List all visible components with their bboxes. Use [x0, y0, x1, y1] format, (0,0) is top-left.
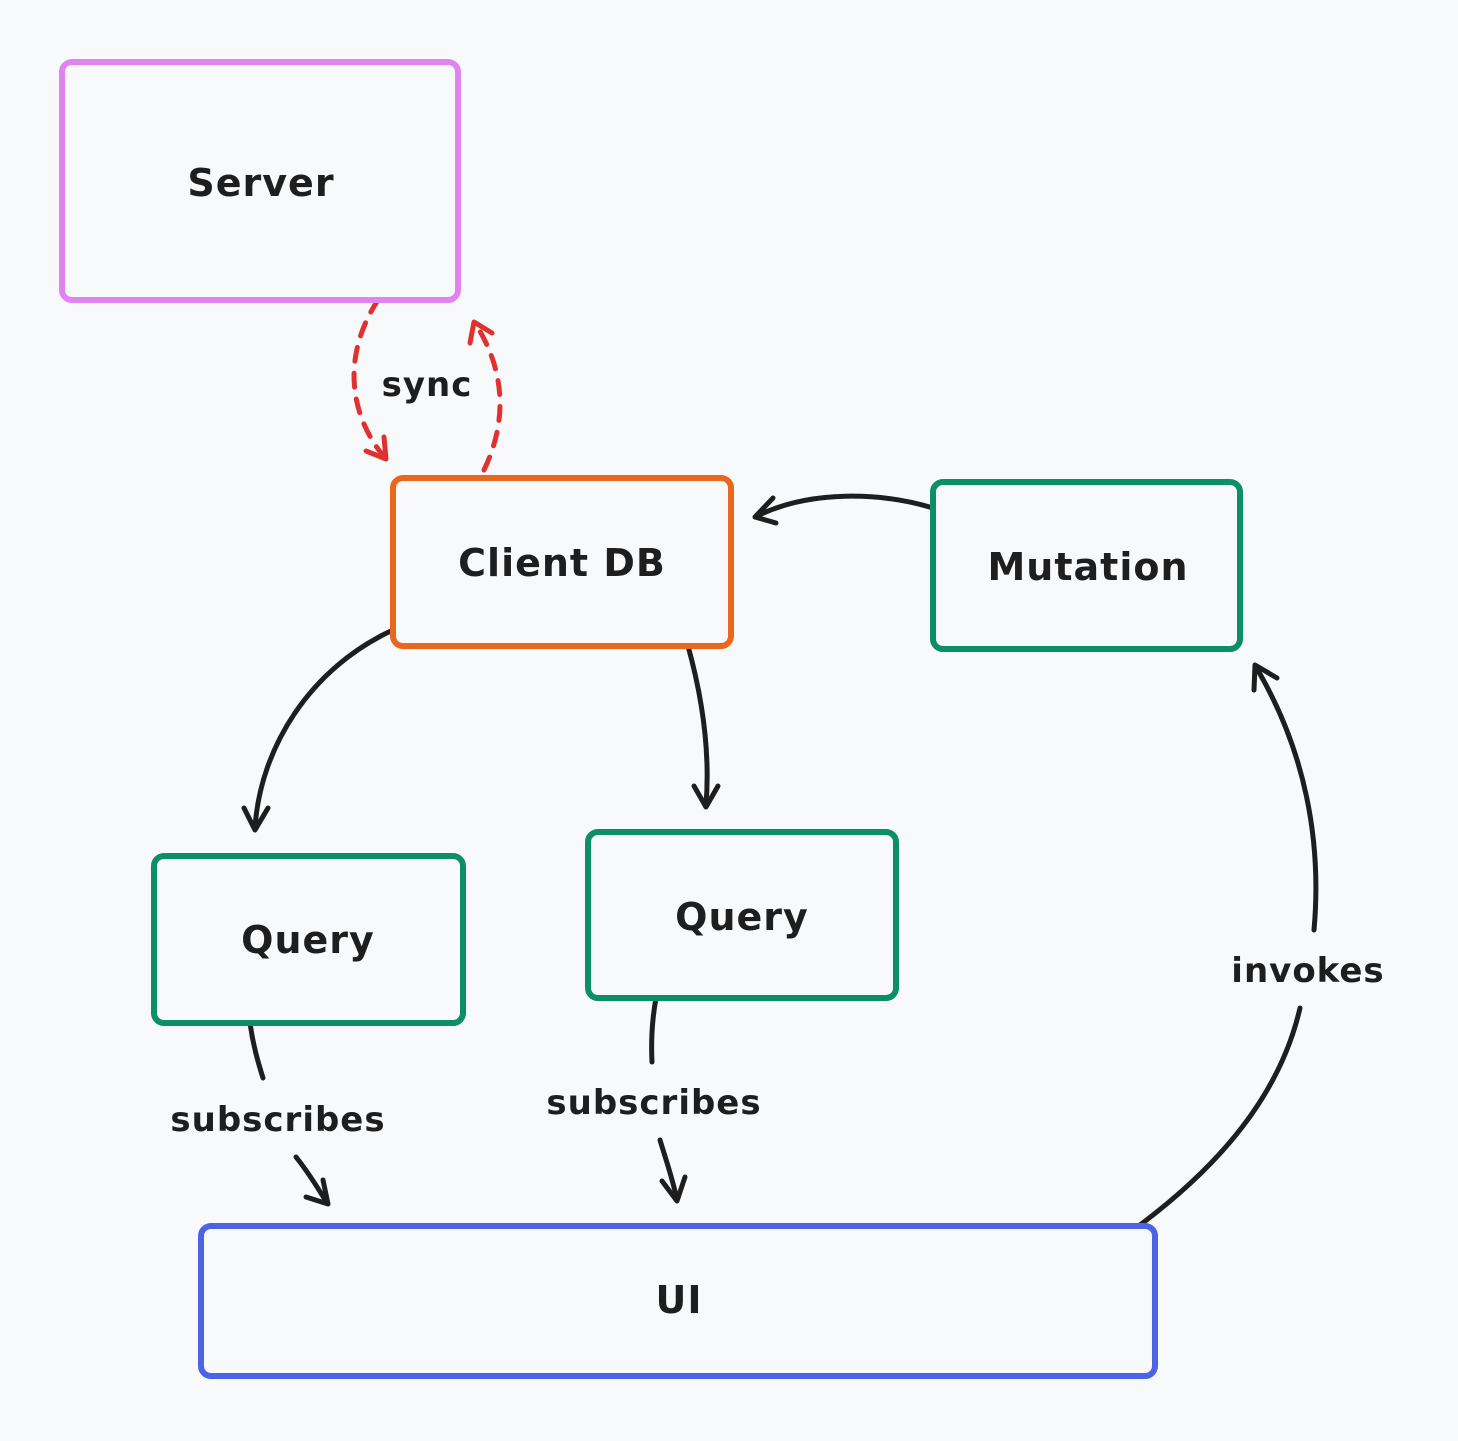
client-db-node[interactable]: Client DB: [390, 475, 734, 649]
ui-invokes-mutation-edge: [1137, 662, 1319, 1228]
mutation-label: Mutation: [987, 545, 1188, 589]
query-left-subscribes-edge: [247, 1020, 331, 1207]
sync-label: sync: [382, 365, 473, 405]
query-left-box: [151, 853, 466, 1026]
clientdb-to-query-left-edge: [241, 627, 396, 833]
server-node[interactable]: Server: [59, 59, 461, 303]
clientdb-to-query-right-edge: [685, 643, 721, 810]
subscribes-left-label: subscribes: [170, 1100, 385, 1140]
query-right-subscribes-edge: [649, 995, 688, 1204]
mutation-node[interactable]: Mutation: [930, 479, 1243, 652]
server-box: [59, 59, 461, 303]
server-label: Server: [187, 161, 334, 205]
query-left-label: Query: [241, 918, 375, 962]
sync-edge-up: [467, 319, 503, 473]
mutation-to-clientdb-edge: [752, 493, 936, 526]
invokes-label: invokes: [1231, 951, 1384, 991]
ui-box: [198, 1223, 1158, 1379]
mutation-box: [930, 479, 1243, 652]
ui-node[interactable]: UI: [198, 1223, 1158, 1379]
ui-label: UI: [656, 1278, 703, 1322]
query-right-box: [585, 829, 899, 1001]
query-left-node[interactable]: Query: [151, 853, 466, 1026]
query-right-node[interactable]: Query: [585, 829, 899, 1001]
sync-edge-down: [351, 297, 389, 462]
query-right-label: Query: [675, 895, 809, 939]
client-db-label: Client DB: [458, 541, 666, 585]
client-db-box: [390, 475, 734, 649]
subscribes-right-label: subscribes: [546, 1083, 761, 1123]
